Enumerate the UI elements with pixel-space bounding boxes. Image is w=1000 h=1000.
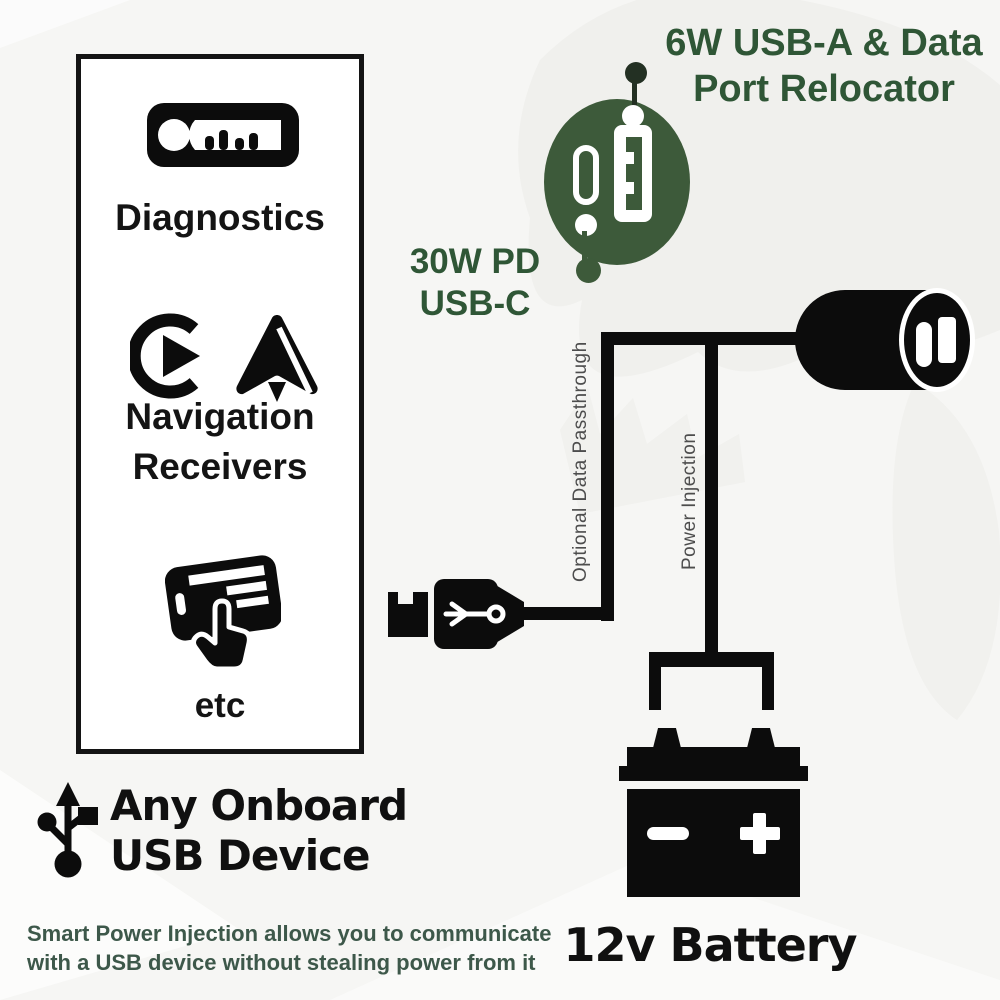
etc-label: etc	[194, 686, 246, 725]
usb-trident-icon	[37, 782, 98, 878]
onboard-devices-box: Diagnostics Navigation Receivers	[76, 54, 364, 754]
relocator-heading-line2: Port Relocator	[693, 68, 955, 110]
wire-power-vertical	[705, 332, 718, 654]
battery-minus-symbol	[647, 827, 689, 840]
touchscreen-device-icon	[165, 555, 281, 672]
barrel-usb-a-port-icon	[938, 317, 956, 363]
onboard-device-label: Any Onboard USB Device	[110, 781, 430, 881]
battery-icon	[627, 789, 800, 897]
usbc-power-label-line1: 30W PD	[409, 242, 541, 281]
navigation-label-line1: Navigation	[125, 396, 315, 437]
usb-trident-small-icon	[443, 601, 506, 627]
wire-data-vertical	[601, 332, 614, 621]
battery-clamp-left-prong	[649, 652, 661, 710]
onboard-device-label-line2: USB Device	[110, 831, 371, 880]
data-passthrough-label: Optional Data Passthrough	[570, 341, 591, 582]
battery-terminal-left	[653, 728, 681, 748]
android-auto-icon	[236, 315, 318, 402]
diagnostics-label: Diagnostics	[115, 197, 325, 238]
footer-description-line2: with a USB device without stealing power…	[27, 950, 536, 975]
usbc-power-label-line2: USB-C	[419, 284, 531, 323]
pin-line-top	[632, 78, 637, 112]
car-stereo-icon	[147, 103, 299, 167]
pin-dot-bottom-inner	[575, 214, 597, 236]
battery-top	[627, 747, 800, 766]
onboard-device-label-line1: Any Onboard	[110, 781, 408, 830]
footer-description: Smart Power Injection allows you to comm…	[27, 919, 567, 977]
battery-terminal-right	[747, 728, 775, 748]
footer-description-line1: Smart Power Injection allows you to comm…	[27, 921, 552, 946]
wire-data-horizontal	[511, 607, 614, 620]
relocator-heading-line1: 6W USB-A & Data	[665, 22, 983, 64]
battery-clamp-right-prong	[762, 652, 774, 710]
pin-dot-bottom	[576, 258, 601, 283]
wire-top-horizontal	[601, 332, 800, 345]
navigation-label-line2: Receivers	[132, 446, 308, 487]
navigation-receivers-label: Navigation Receivers	[81, 392, 359, 492]
battery-lid	[619, 766, 808, 781]
pin-dot-top	[625, 62, 647, 84]
battery-clamp-bar	[649, 652, 774, 667]
usbc-power-label: 30W PD USB-C	[403, 241, 547, 325]
barrel-usb-c-port-icon	[916, 322, 932, 367]
carplay-icon	[130, 313, 200, 399]
barrel-connector-face	[899, 288, 975, 392]
usb-c-port-icon	[573, 145, 599, 205]
pin-dot-top-inner	[622, 105, 644, 127]
power-injection-label: Power Injection	[679, 432, 700, 570]
usb-a-port-icon	[614, 125, 652, 222]
battery-plus-symbol-vertical	[753, 813, 766, 854]
relocator-heading: 6W USB-A & Data Port Relocator	[640, 20, 1000, 112]
battery-label: 12v Battery	[563, 918, 858, 972]
usb-plug-tip-notch	[398, 592, 413, 604]
pin-line-bottom	[582, 231, 587, 263]
